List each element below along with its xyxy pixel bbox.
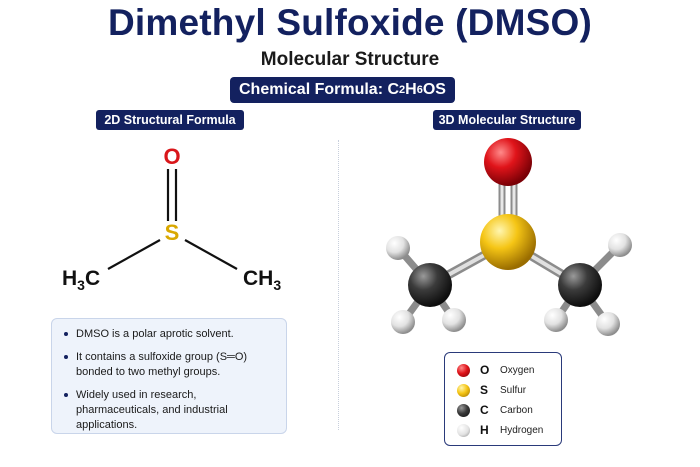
formula-os: OS: [422, 81, 446, 98]
bond-s-right-methyl: [184, 239, 238, 270]
carbon-atom: [408, 263, 452, 307]
left-methyl-h: H: [62, 267, 77, 290]
legend-item-hydrogen: H Hydrogen: [457, 420, 561, 440]
legend-name: Sulfur: [500, 384, 527, 396]
hydrogen-atom: [386, 236, 410, 260]
info-list: DMSO is a polar aprotic solvent. It cont…: [64, 327, 276, 433]
legend-symbol: C: [480, 403, 489, 417]
legend-symbol: S: [480, 383, 489, 397]
oxygen-swatch: [457, 363, 470, 377]
info-box: DMSO is a polar aprotic solvent. It cont…: [51, 318, 287, 434]
page-subtitle: Molecular Structure: [260, 49, 440, 70]
section-label-2d: 2D Structural Formula: [96, 110, 244, 130]
legend-item-carbon: C Carbon: [457, 400, 561, 420]
legend-name: Hydrogen: [500, 424, 544, 436]
oxygen-atom: [484, 138, 532, 186]
formula-label: Chemical Formula:: [239, 81, 388, 98]
right-methyl-ch: CH: [243, 267, 273, 290]
hydrogen-atom: [596, 312, 620, 336]
formula-c-count: 2: [399, 84, 406, 96]
info-bullet-2: It contains a sulfoxide group (S═O) bond…: [64, 350, 276, 380]
sulfur-swatch: [457, 383, 470, 397]
hydrogen-atom: [391, 310, 415, 334]
legend-name: Carbon: [500, 404, 533, 416]
bond-s-left-methyl: [107, 239, 161, 270]
molecular-model-3d: [386, 138, 632, 336]
hydrogen-atom: [544, 308, 568, 332]
formula-c: C: [387, 81, 400, 98]
legend-item-sulfur: S Sulfur: [457, 380, 561, 400]
legend-symbol: O: [480, 363, 490, 377]
panel-divider: [338, 140, 339, 430]
page-title: Dimethyl Sulfoxide (DMSO): [108, 2, 592, 43]
hydrogen-atom: [608, 233, 632, 257]
left-methyl-label: H3C: [62, 267, 100, 293]
info-bullet-1: DMSO is a polar aprotic solvent.: [64, 327, 276, 342]
formula-h-count: 6: [416, 84, 423, 96]
sulfur-atom: [480, 214, 536, 270]
oxygen-label-2d: O: [163, 144, 180, 169]
formula-h: H: [405, 81, 417, 98]
left-methyl-subscript: 3: [77, 277, 85, 293]
right-methyl-label: CH3: [243, 267, 281, 293]
legend-name: Oxygen: [500, 364, 535, 376]
left-methyl-c: C: [85, 267, 100, 290]
hydrogen-swatch: [457, 423, 470, 437]
right-methyl-subscript: 3: [273, 277, 281, 293]
carbon-atom: [558, 263, 602, 307]
sulfur-label-2d: S: [165, 220, 180, 245]
info-bullet-3: Widely used in research, pharmaceuticals…: [64, 388, 276, 433]
carbon-swatch: [457, 403, 470, 417]
structural-formula-2d: O S H3C CH3: [62, 144, 281, 293]
hydrogen-atom: [442, 308, 466, 332]
legend-item-oxygen: O Oxygen: [457, 360, 561, 380]
atom-legend: O Oxygen S Sulfur C Carbon H Hydrogen: [444, 352, 562, 446]
legend-symbol: H: [480, 423, 489, 437]
section-label-3d: 3D Molecular Structure: [433, 110, 581, 130]
